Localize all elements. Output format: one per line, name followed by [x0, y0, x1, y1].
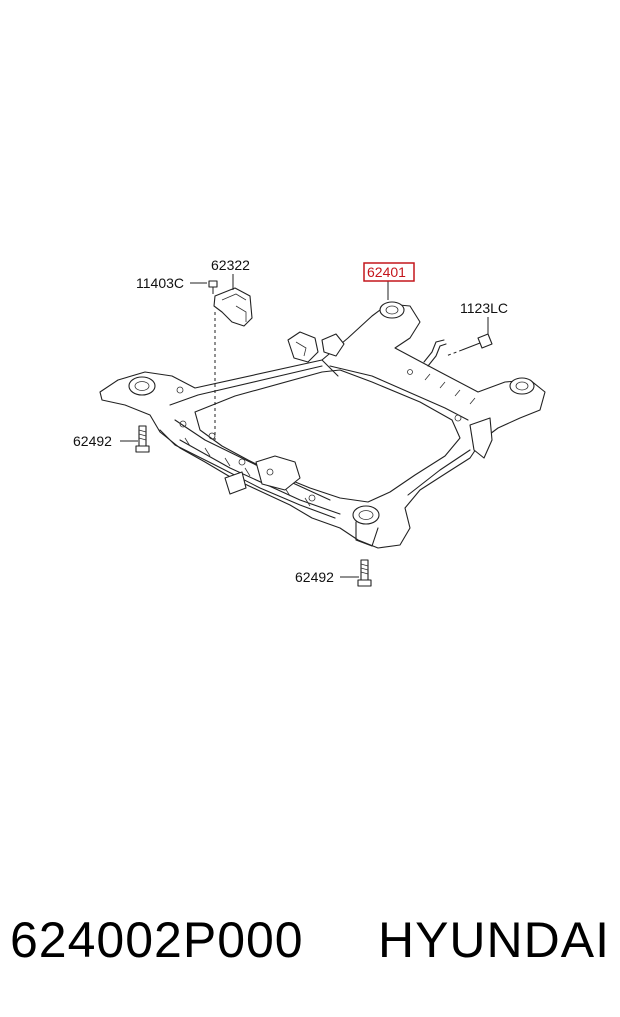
mount-bushing-rear-right	[509, 377, 535, 395]
callout-62492-bottom: 62492	[295, 569, 334, 585]
callout-62401: 62401	[367, 264, 406, 280]
bolt-62492-bottom	[357, 559, 372, 587]
subframe-body	[99, 303, 546, 549]
bolt-1123LC	[445, 333, 493, 357]
brand-name: HYUNDAI	[377, 912, 610, 968]
callout-62401-highlight-box	[363, 262, 415, 282]
callout-62322: 62322	[211, 257, 250, 273]
bolt-62492-left	[135, 425, 150, 453]
callout-11403C: 11403C	[136, 275, 184, 291]
part-number: 624002P000	[10, 912, 304, 968]
callout-62492-left: 62492	[73, 433, 112, 449]
mount-bushing-front-right	[352, 505, 380, 547]
bolt-11403C	[208, 280, 218, 294]
callout-1123LC: 1123LC	[460, 300, 508, 316]
footer-caption: 624002P000 HYUNDAI	[10, 900, 610, 980]
bracket-62322	[213, 287, 253, 327]
mount-bushing-rear-left	[379, 301, 405, 319]
mount-bushing-front-left	[128, 376, 156, 396]
